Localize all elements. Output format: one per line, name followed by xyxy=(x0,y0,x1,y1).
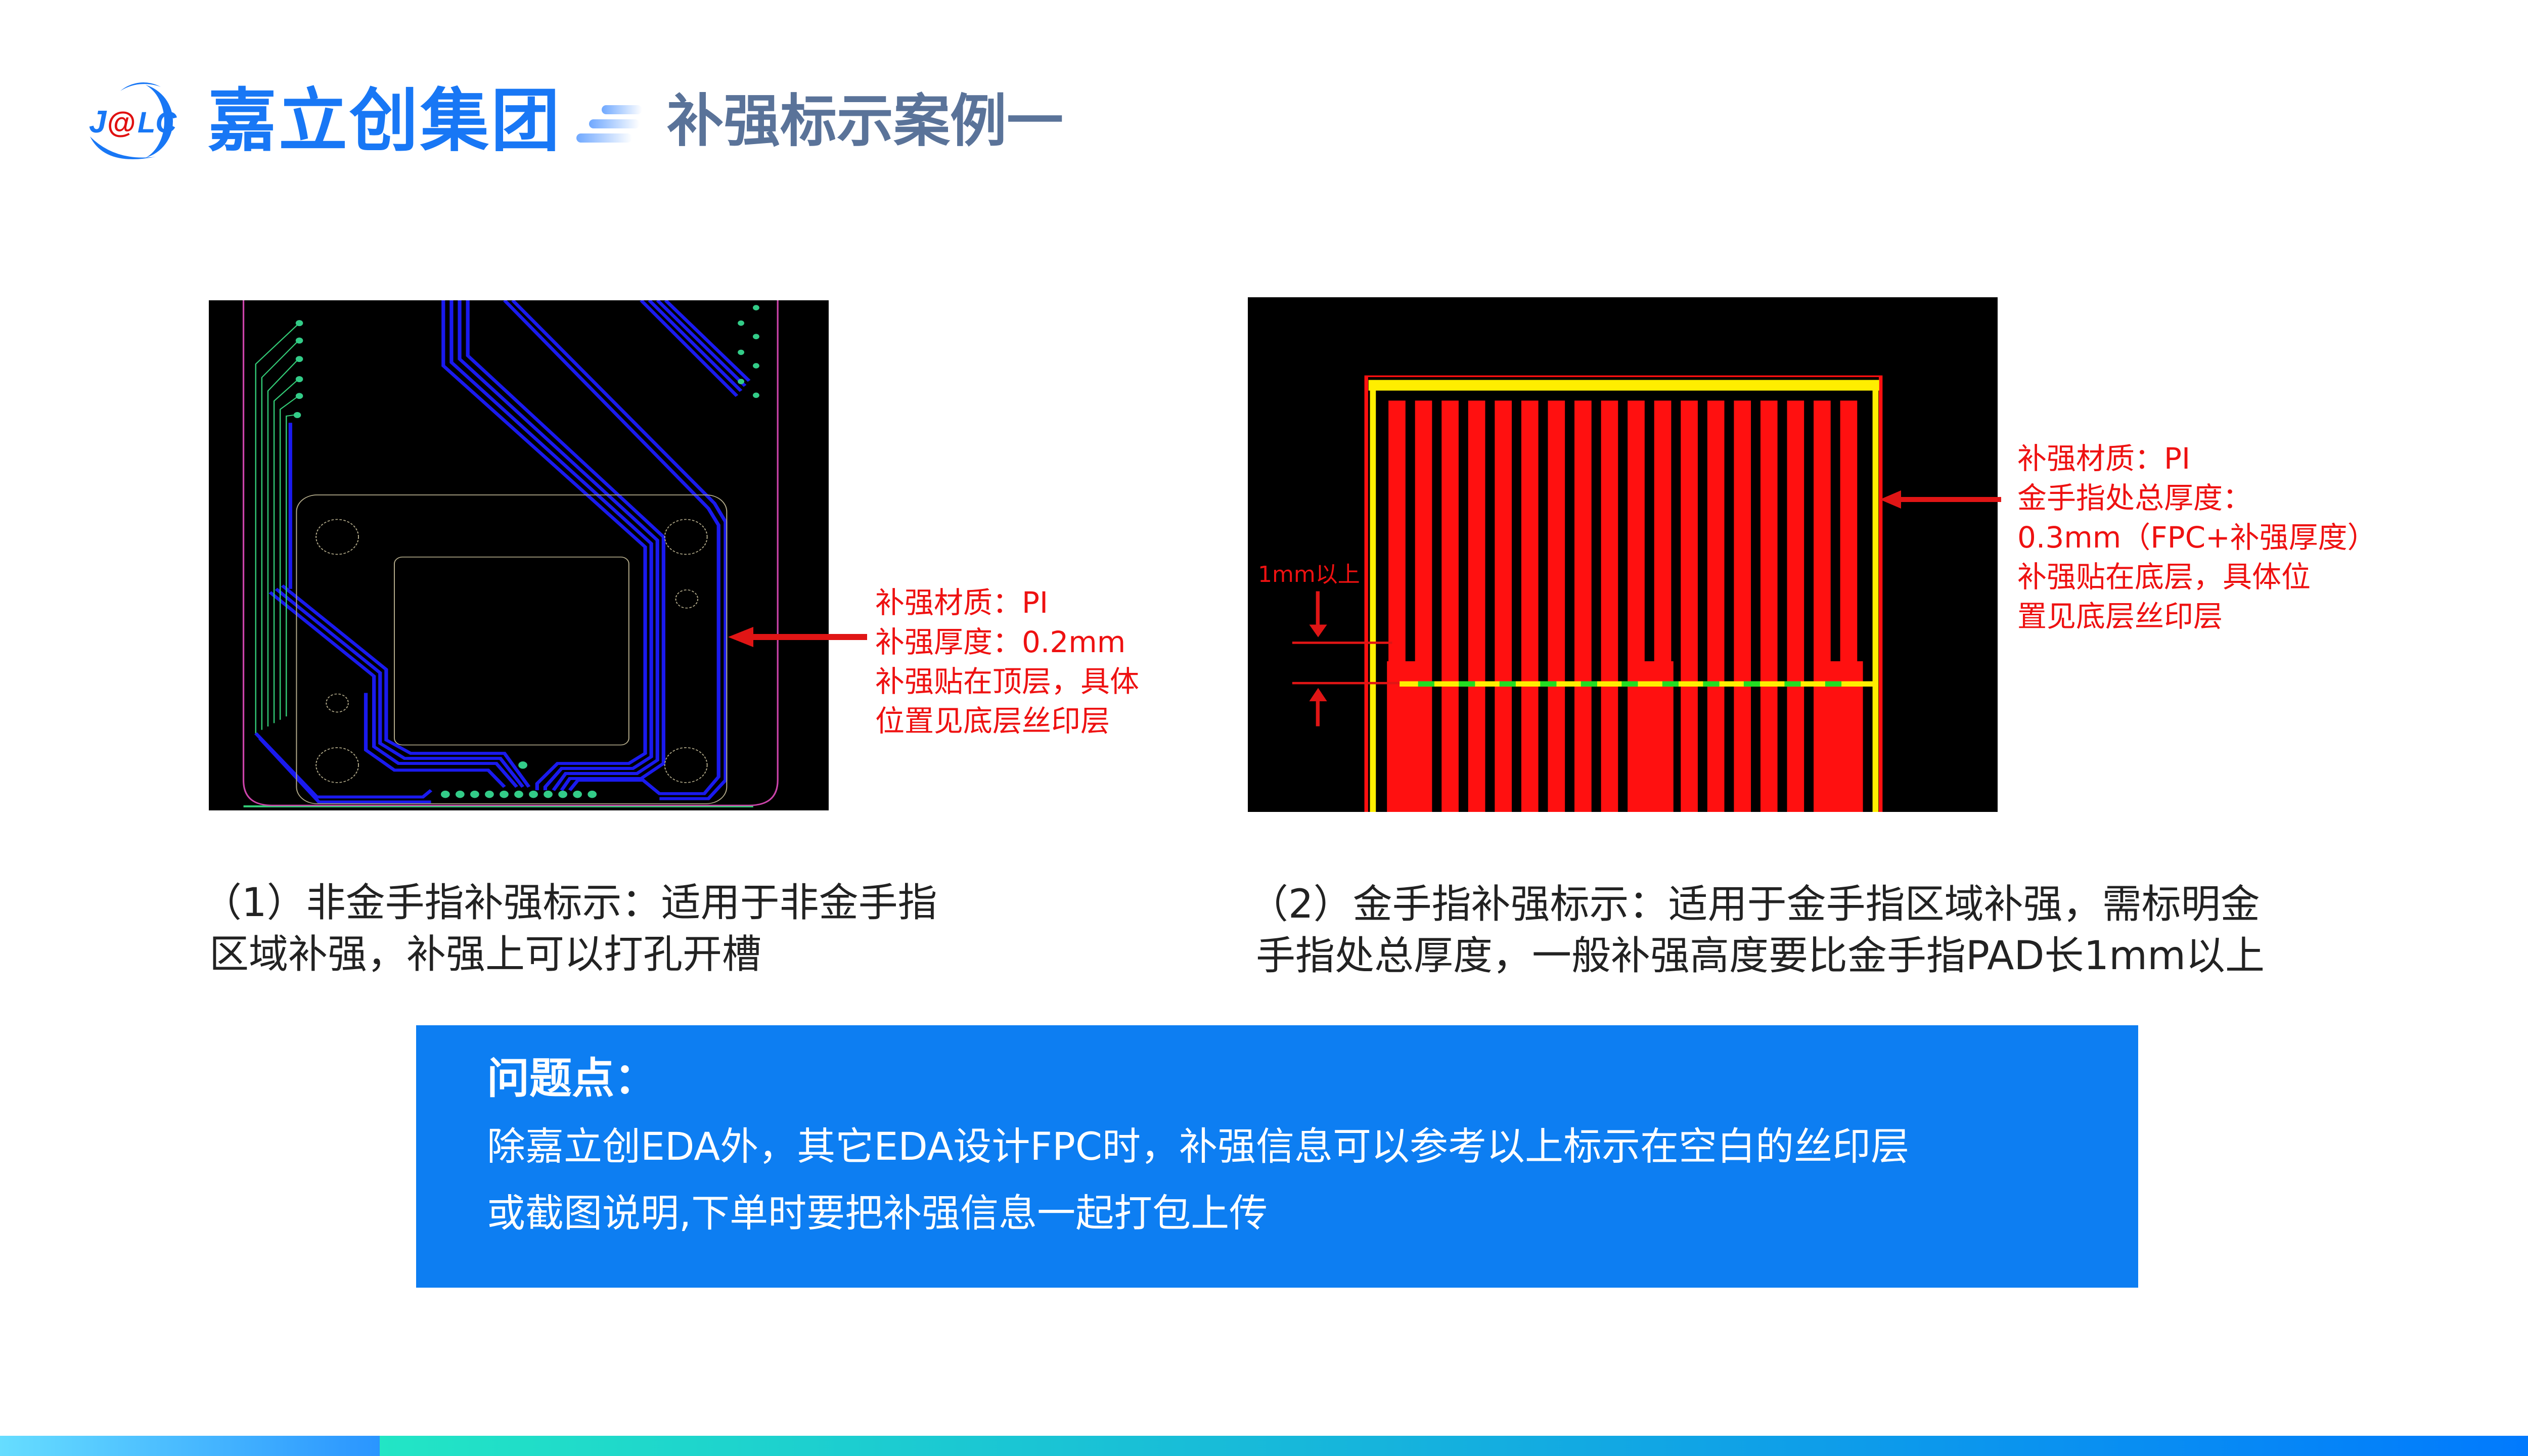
silkscreen-dash xyxy=(1459,681,1475,687)
gold-finger-pad xyxy=(1601,400,1618,814)
company-name: 嘉立创集团 xyxy=(208,81,562,161)
silkscreen-dash xyxy=(1418,681,1434,687)
annotation-gold-finger: 补强材质：PI 金手指处总厚度： 0.3mm（FPC+补强厚度） 补强贴在底层，… xyxy=(2017,439,2377,636)
jlc-logo: J @ LC xyxy=(85,81,191,162)
annotation-line: 金手指处总厚度： xyxy=(2017,481,2252,515)
gold-finger-pad xyxy=(1495,400,1512,814)
problem-title: 问题点： xyxy=(487,1054,657,1103)
annotation-line: 置见底层丝印层 xyxy=(2017,599,2223,633)
arrow-left-icon xyxy=(728,627,867,647)
gold-finger-pad xyxy=(1760,400,1778,814)
annotation-line: 0.3mm（FPC+补强厚度） xyxy=(2017,520,2377,555)
annotation-line: 补强材质：PI xyxy=(875,585,1049,620)
gold-finger-pad xyxy=(1574,400,1592,814)
pcb-image-gold-finger xyxy=(1248,297,1998,817)
caption-line: 手指处总厚度，一般补强高度要比金手指PAD长1mm以上 xyxy=(1256,933,2265,979)
annotation-line: 补强贴在底层，具体位 xyxy=(2017,560,2311,594)
annotation-line: 补强贴在顶层，具体 xyxy=(875,664,1140,699)
jlc-logo-icon: J @ LC xyxy=(89,82,177,159)
silkscreen-dash xyxy=(1621,681,1638,687)
page-title: 补强标示案例一 xyxy=(667,88,1063,154)
silkscreen-dash xyxy=(1540,681,1557,687)
annotation-line: 补强材质：PI xyxy=(2017,441,2191,476)
gold-finger-pad xyxy=(1441,400,1459,814)
svg-text:LC: LC xyxy=(138,106,177,139)
svg-text:J: J xyxy=(89,105,107,140)
pcb-image-non-gold-finger xyxy=(209,299,829,810)
caption-gold-finger: （2）金手指补强标示：适用于金手指区域补强，需标明金 手指处总厚度，一般补强高度… xyxy=(1249,879,2265,982)
caption-line: （2）金手指补强标示：适用于金手指区域补强，需标明金 xyxy=(1249,882,2260,927)
footer-bar-left xyxy=(0,1436,380,1456)
silkscreen-dash xyxy=(1784,681,1801,687)
gold-finger-pad xyxy=(1468,400,1485,814)
problem-box: 问题点： 除嘉立创EDA外，其它EDA设计FPC时，补强信息可以参考以上标示在空… xyxy=(416,1025,2138,1288)
svg-text:@: @ xyxy=(107,106,136,139)
caption-line: （1）非金手指补强标示：适用于非金手指 xyxy=(202,880,937,926)
annotation-line: 位置见底层丝印层 xyxy=(875,704,1110,738)
silkscreen-dash xyxy=(1743,681,1760,687)
title-decoration-icon xyxy=(576,101,645,147)
silkscreen-dash xyxy=(1499,681,1516,687)
dimension-label: 1mm以上 xyxy=(1258,562,1360,587)
gold-finger-pad xyxy=(1548,400,1565,814)
problem-line: 或截图说明,下单时要把补强信息一起打包上传 xyxy=(487,1191,1268,1236)
arrow-left-icon xyxy=(1880,489,2001,510)
gold-finger-pad xyxy=(1707,400,1725,814)
silkscreen-dash xyxy=(1703,681,1720,687)
annotation-non-gold-finger: 补强材质：PI 补强厚度：0.2mm 补强贴在顶层，具体 位置见底层丝印层 xyxy=(875,583,1139,741)
caption-line: 区域补强，补强上可以打孔开槽 xyxy=(209,932,762,977)
footer-bar-right xyxy=(380,1436,2528,1456)
problem-line: 除嘉立创EDA外，其它EDA设计FPC时，补强信息可以参考以上标示在空白的丝印层 xyxy=(487,1124,1910,1169)
silkscreen-dash xyxy=(1825,681,1842,687)
gold-finger-pad xyxy=(1787,400,1804,814)
silkscreen-dash xyxy=(1581,681,1597,687)
caption-non-gold-finger: （1）非金手指补强标示：适用于非金手指 区域补强，补强上可以打孔开槽 xyxy=(202,877,937,980)
gold-finger-pad xyxy=(1734,400,1751,814)
silkscreen-dash xyxy=(1662,681,1679,687)
annotation-line: 补强厚度：0.2mm xyxy=(875,625,1126,659)
gold-finger-pad xyxy=(1681,400,1698,814)
gold-finger-pad xyxy=(1521,400,1539,814)
